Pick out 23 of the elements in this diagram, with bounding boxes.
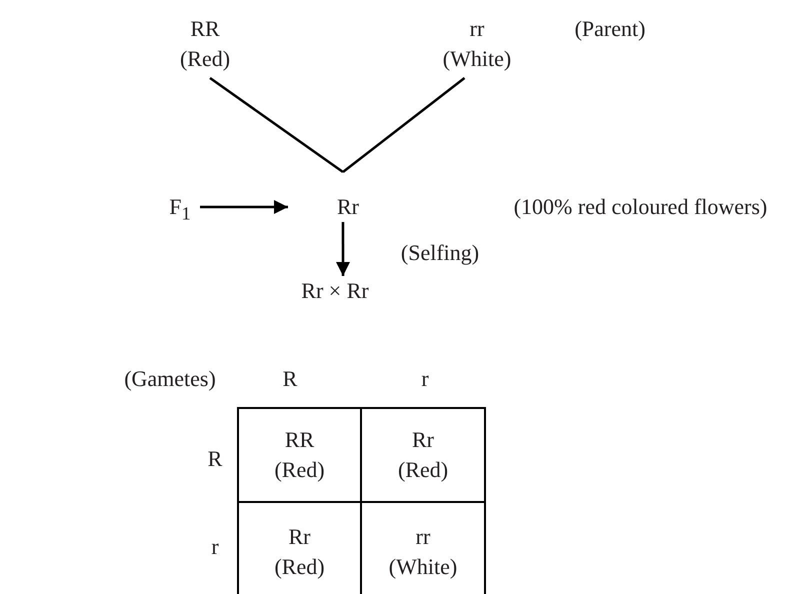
cross-line xyxy=(342,77,466,173)
punnett-cell-text: rr (White) xyxy=(388,523,458,581)
arrow xyxy=(336,222,350,276)
phenotype-text: (White) xyxy=(442,45,512,73)
cross-text: Rr × Rr xyxy=(280,276,390,306)
cross-line xyxy=(209,76,344,174)
punnett-cell-text: Rr (Red) xyxy=(396,426,450,484)
generation-label: (Parent) xyxy=(574,15,646,43)
punnett-cell-text: Rr (Red) xyxy=(273,523,326,581)
gametes-heading: (Gametes) xyxy=(123,365,217,393)
generation-label: F$_{1}$ xyxy=(160,192,200,222)
gamete-label: R xyxy=(282,365,298,393)
genotype-text: RR xyxy=(189,15,221,43)
gamete-label: r xyxy=(420,365,430,393)
gamete-label: r xyxy=(210,533,220,561)
genotype-text: rr xyxy=(468,15,486,43)
punnett-cell-text: RR (Red) xyxy=(273,426,326,484)
arrow xyxy=(200,200,288,214)
edge-label: (Selfing) xyxy=(400,239,480,267)
genotype-text: Rr xyxy=(288,172,408,222)
phenotype-text: (Red) xyxy=(178,45,232,73)
gamete-label: R xyxy=(206,445,224,473)
phenotype-note: (100% red coloured flowers) xyxy=(512,193,768,221)
